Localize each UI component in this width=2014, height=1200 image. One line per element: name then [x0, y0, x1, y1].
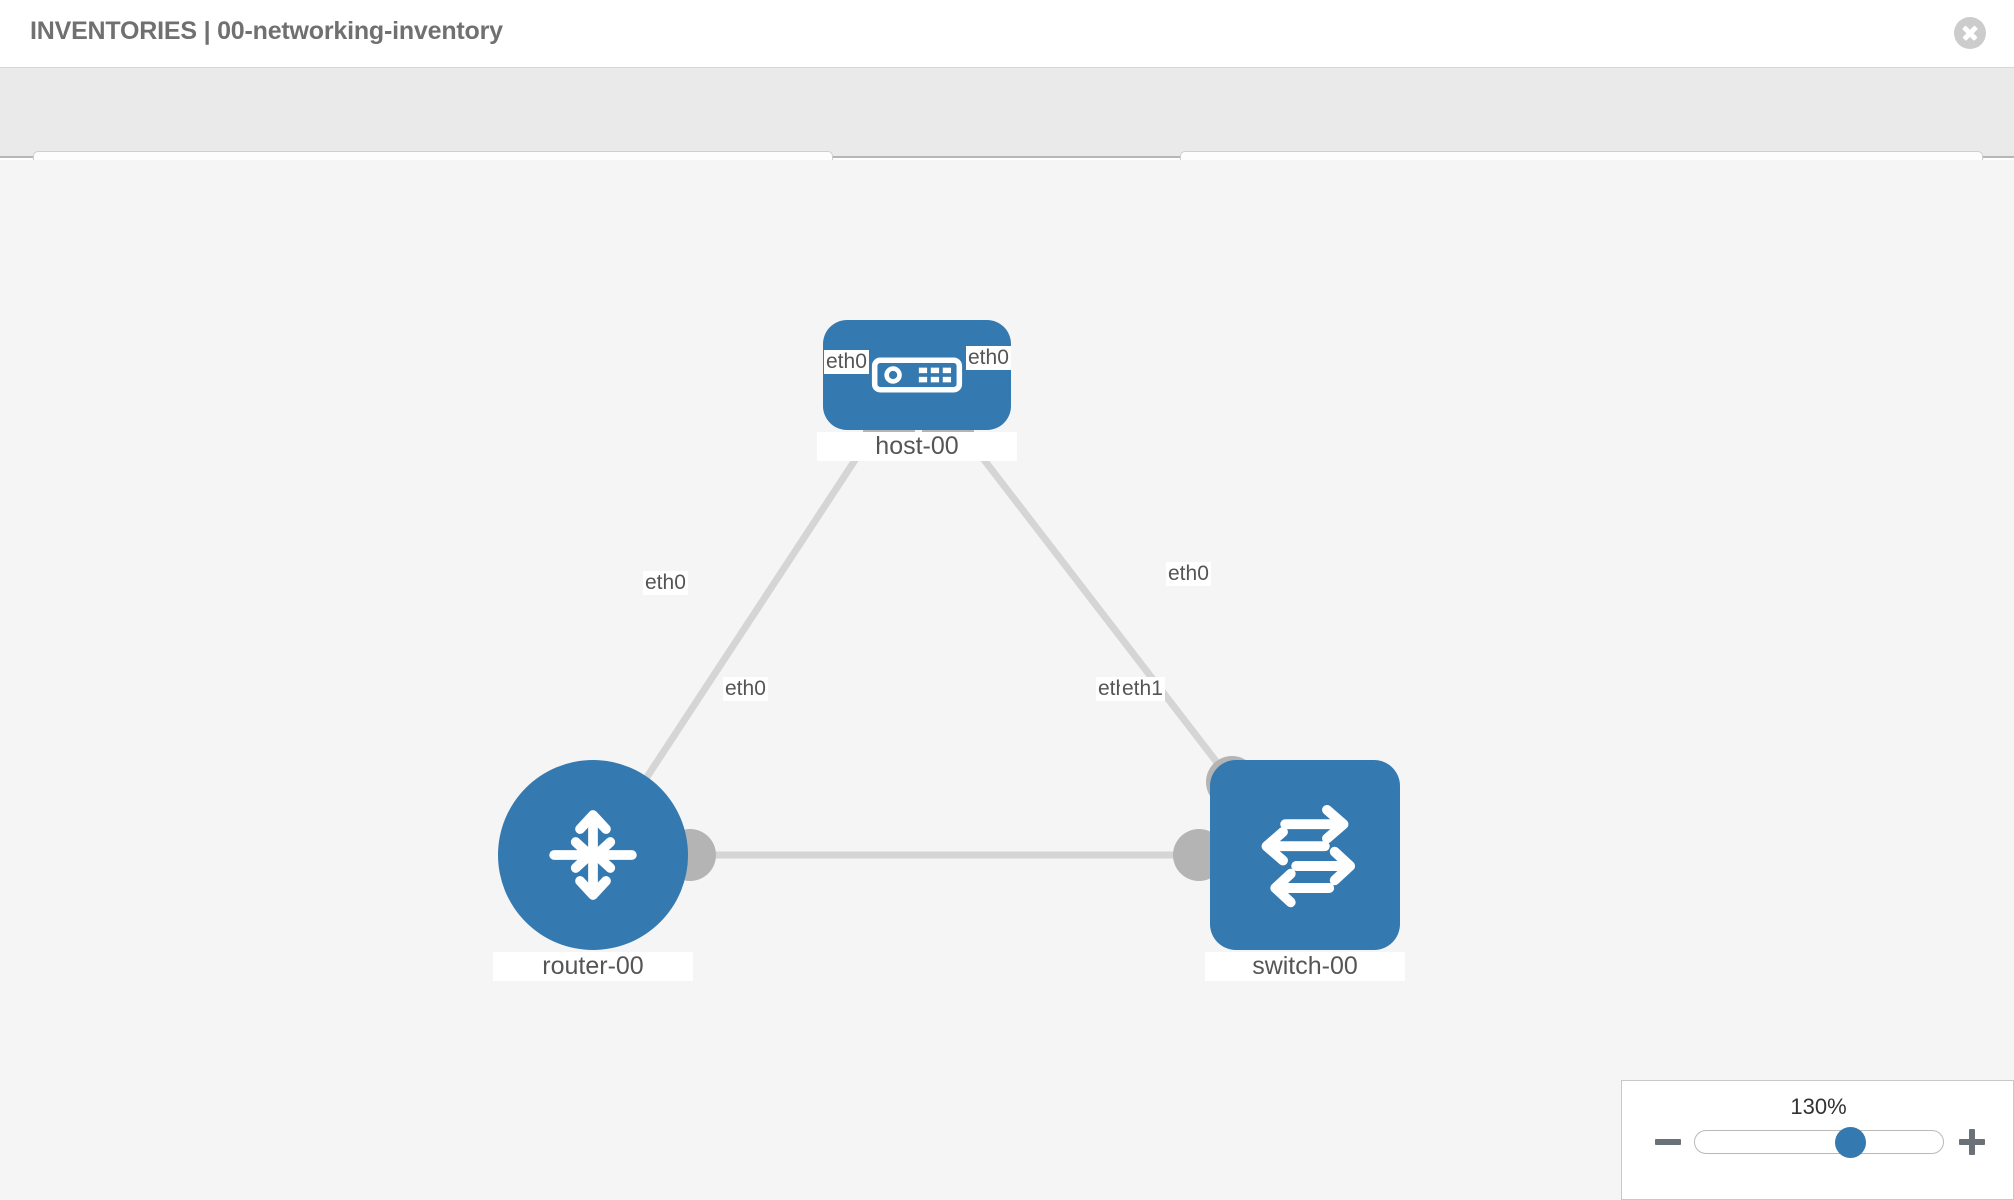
topology-links [642, 404, 1258, 881]
iface-label-router-right: eth0 [723, 677, 768, 701]
iface-label-switch-left: eth1 [1120, 677, 1165, 701]
iface-label-host-right: eth0 [966, 346, 1011, 370]
topology-canvas[interactable]: host-00 rout [0, 160, 2014, 1200]
minus-icon[interactable] [1653, 1127, 1683, 1157]
switch-node-label: switch-00 [1205, 952, 1405, 981]
zoom-control-panel: 130% [1621, 1080, 2014, 1200]
iface-label-switch-up: eth0 [1166, 562, 1211, 586]
server-icon [871, 357, 963, 393]
close-icon[interactable] [1954, 17, 1986, 49]
router-node-label: router-00 [493, 952, 693, 981]
link-host-switch [952, 419, 1235, 785]
host-node-shape[interactable] [823, 320, 1011, 430]
plus-icon[interactable] [1957, 1127, 1987, 1157]
router-arrows-icon [549, 810, 637, 900]
iface-label-host-left: eth0 [824, 350, 869, 374]
switch-node-shape[interactable] [1210, 760, 1400, 950]
zoom-slider-track[interactable] [1694, 1130, 1944, 1154]
router-node-shape[interactable] [498, 760, 688, 950]
host-node-label: host-00 [817, 432, 1017, 461]
app-header: INVENTORIES | 00-networking-inventory [0, 0, 2014, 68]
link-host-router [642, 420, 883, 782]
switch-arrows-icon [1261, 804, 1356, 908]
zoom-level-value: 130% [1790, 1094, 1847, 1119]
zoom-slider-thumb[interactable] [1835, 1127, 1866, 1158]
iface-label-router-up: eth0 [643, 571, 688, 595]
toolbar: ACTIONS SEARCH [0, 68, 2014, 203]
page-title: INVENTORIES | 00-networking-inventory [30, 17, 503, 45]
